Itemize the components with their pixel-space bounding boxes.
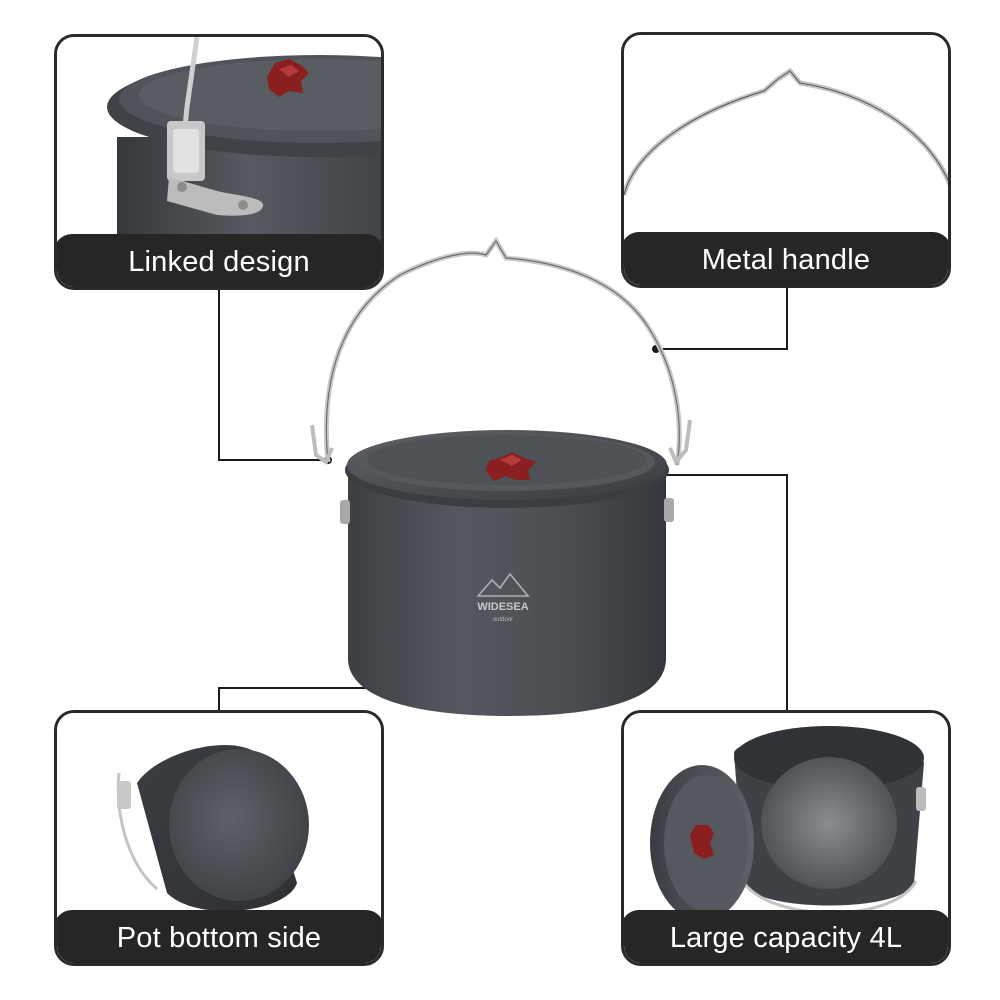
panel-linked-design: Linked design (54, 34, 384, 290)
caption-pot-bottom-side: Pot bottom side (57, 910, 381, 963)
lid-knob (485, 452, 536, 481)
brand-logo-subtext: outdoor (493, 617, 513, 623)
caption-metal-handle: Metal handle (624, 232, 948, 285)
brand-logo-text: WIDESEA (477, 601, 528, 613)
caption-large-capacity: Large capacity 4L (624, 910, 948, 963)
panel-large-capacity: Large capacity 4L (621, 710, 951, 966)
pot-interior (761, 757, 897, 889)
caption-linked-design: Linked design (57, 234, 381, 287)
panel-pot-bottom-side: Pot bottom side (54, 710, 384, 966)
brand-logo (476, 572, 530, 597)
panel-metal-handle: Metal handle (621, 32, 951, 288)
pot-body (348, 470, 666, 716)
pot-bottom-surface (169, 749, 309, 901)
